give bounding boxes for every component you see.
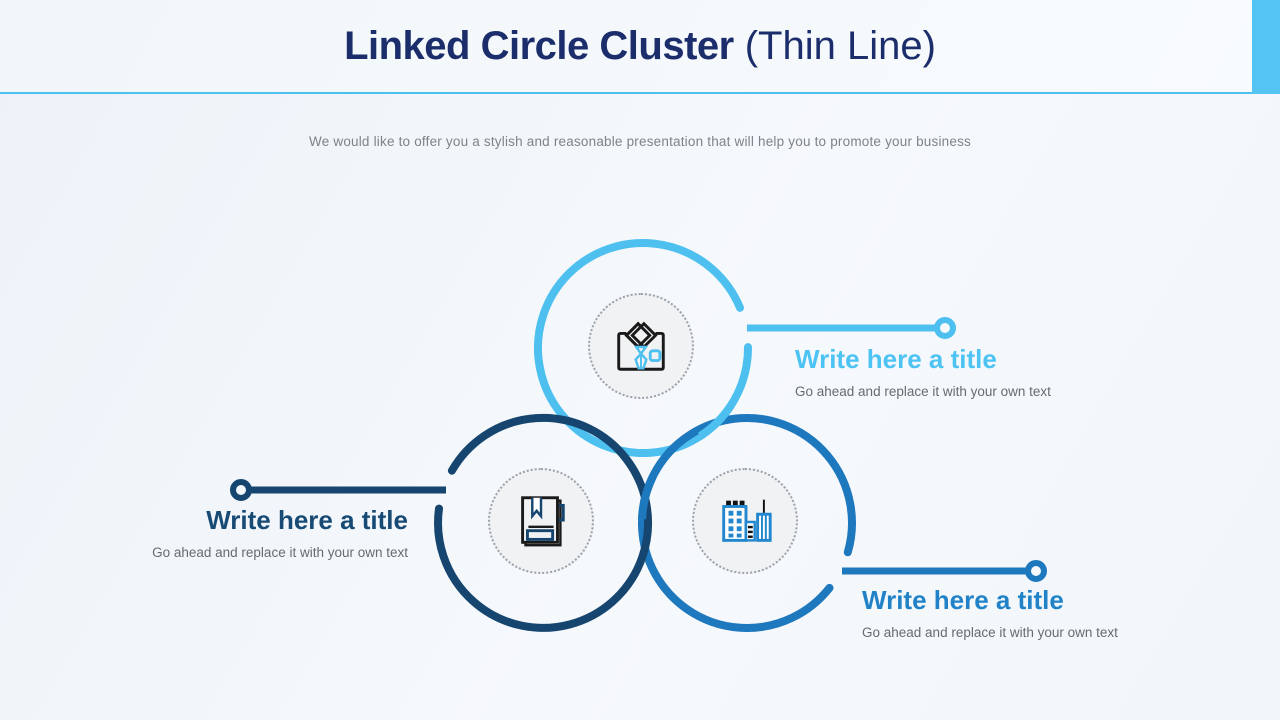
cluster-title: Write here a title xyxy=(206,505,408,535)
slide-subtitle: We would like to offer you a stylish and… xyxy=(309,134,971,149)
circle-bottom-right-weave-overlay xyxy=(638,475,657,520)
cluster-description: Go ahead and replace it with your own te… xyxy=(795,384,1051,400)
cluster-title: Write here a title xyxy=(795,344,997,374)
header-accent-bar xyxy=(1252,0,1280,94)
icon-disc-top xyxy=(588,293,694,399)
cluster-label-top: Write here a title Go ahead and replace … xyxy=(795,344,1051,399)
cluster-title: Write here a title xyxy=(862,585,1064,615)
slide-title: Linked Circle Cluster(Thin Line) xyxy=(344,24,936,69)
cluster-label-bottom-right: Write here a title Go ahead and replace … xyxy=(862,585,1118,640)
cluster-label-bottom-left: Write here a title Go ahead and replace … xyxy=(0,505,408,560)
circle-bottom-right xyxy=(638,413,856,632)
connector-ring-bottom-right xyxy=(1025,560,1047,582)
slide-title-main: Linked Circle Cluster xyxy=(344,23,734,68)
shirt-tie-icon xyxy=(617,321,665,371)
icon-disc-bottom-right xyxy=(692,468,798,574)
cluster-description: Go ahead and replace it with your own te… xyxy=(862,625,1118,641)
slide-title-suffix: (Thin Line) xyxy=(744,23,936,68)
buildings-icon xyxy=(722,499,772,542)
circle-bottom-left xyxy=(434,413,652,632)
connector-ring-left xyxy=(230,479,252,501)
notebook-icon xyxy=(521,496,565,547)
icon-disc-bottom-left xyxy=(488,468,594,574)
cluster-description: Go ahead and replace it with your own te… xyxy=(152,545,408,561)
connector-ring-top xyxy=(934,317,956,339)
circle-top-weave-overlay xyxy=(697,402,735,440)
slide-header: Linked Circle Cluster(Thin Line) xyxy=(0,0,1280,94)
